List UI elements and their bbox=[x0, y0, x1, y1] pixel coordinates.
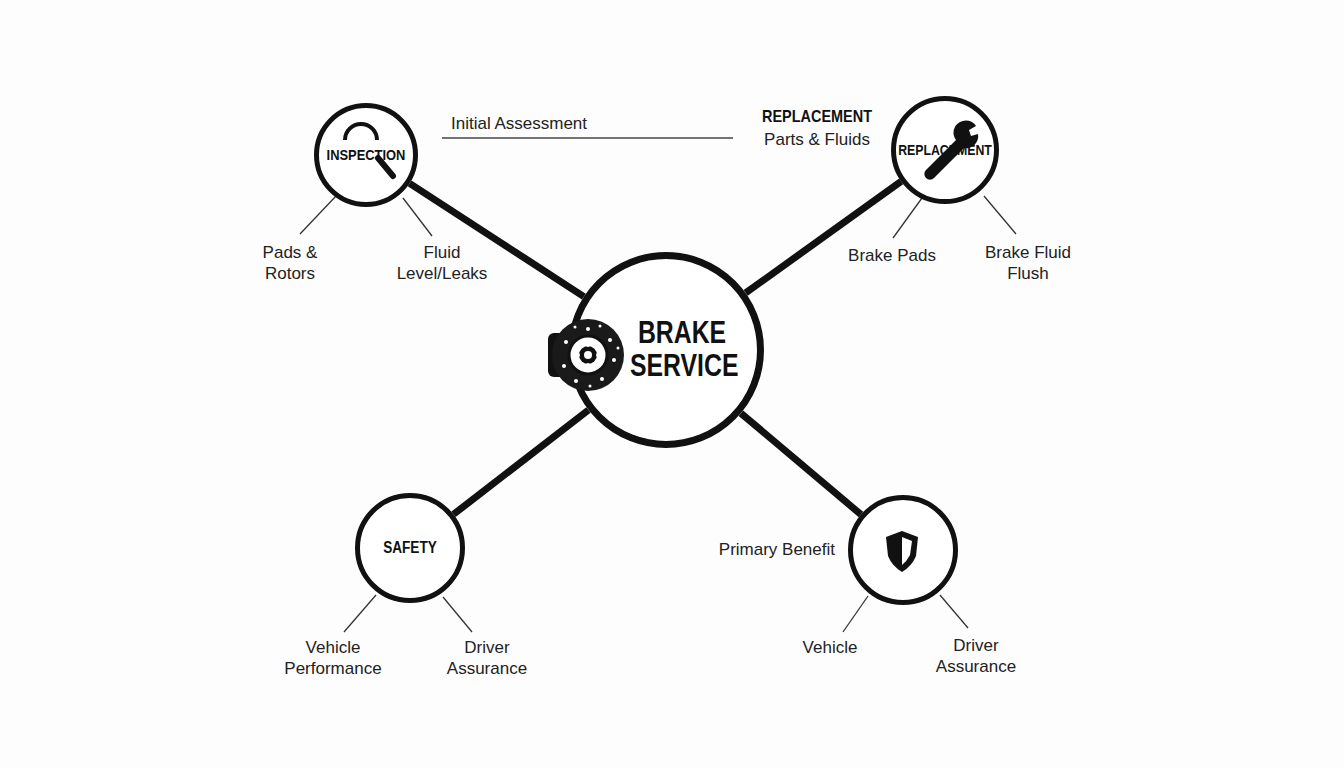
annotation-label: Parts & Fluids bbox=[737, 129, 897, 150]
shield-icon bbox=[886, 531, 918, 572]
node-title: BRAKE SERVICE bbox=[630, 317, 734, 382]
connector-line bbox=[746, 181, 901, 292]
annotation-label: REPLACEMENT bbox=[749, 106, 885, 127]
node-title: INSPECTION bbox=[319, 147, 414, 163]
annotation-label: Brake Pads bbox=[832, 245, 952, 266]
connector-line bbox=[454, 410, 589, 514]
leader-line bbox=[300, 196, 1016, 632]
hub-circle: BRAKE SERVICE bbox=[568, 252, 764, 448]
annotation-label: Vehicle Performance bbox=[278, 637, 388, 679]
connector bbox=[454, 410, 589, 514]
annotation-label: Vehicle bbox=[790, 637, 870, 658]
annotation-label: Initial Assessment bbox=[419, 113, 619, 134]
topic-circle: REPLACEMENT bbox=[891, 96, 999, 204]
connector bbox=[741, 413, 861, 514]
annotation-label: Fluid Level/Leaks bbox=[390, 242, 495, 284]
topic-circle: Primary Benefit bbox=[848, 495, 958, 605]
topic-circle: SAFETY bbox=[355, 493, 465, 603]
brake-disc-icon bbox=[548, 319, 624, 391]
connector bbox=[746, 181, 901, 292]
node-title: SAFETY bbox=[368, 540, 453, 557]
wrench-icon bbox=[924, 120, 978, 179]
annotation-label: Driver Assurance bbox=[934, 635, 1019, 677]
topic-circle: INSPECTION bbox=[314, 103, 418, 207]
annotation-label: Brake Fluid Flush bbox=[978, 242, 1078, 284]
magnifier-icon bbox=[345, 124, 393, 176]
underline bbox=[442, 137, 733, 139]
connector-line bbox=[741, 413, 861, 514]
node-caption: Primary Benefit bbox=[719, 541, 835, 559]
node-title: REPLACEMENT bbox=[896, 142, 994, 158]
annotation-label: Driver Assurance bbox=[445, 637, 530, 679]
annotation-label: Pads & Rotors bbox=[253, 242, 328, 284]
